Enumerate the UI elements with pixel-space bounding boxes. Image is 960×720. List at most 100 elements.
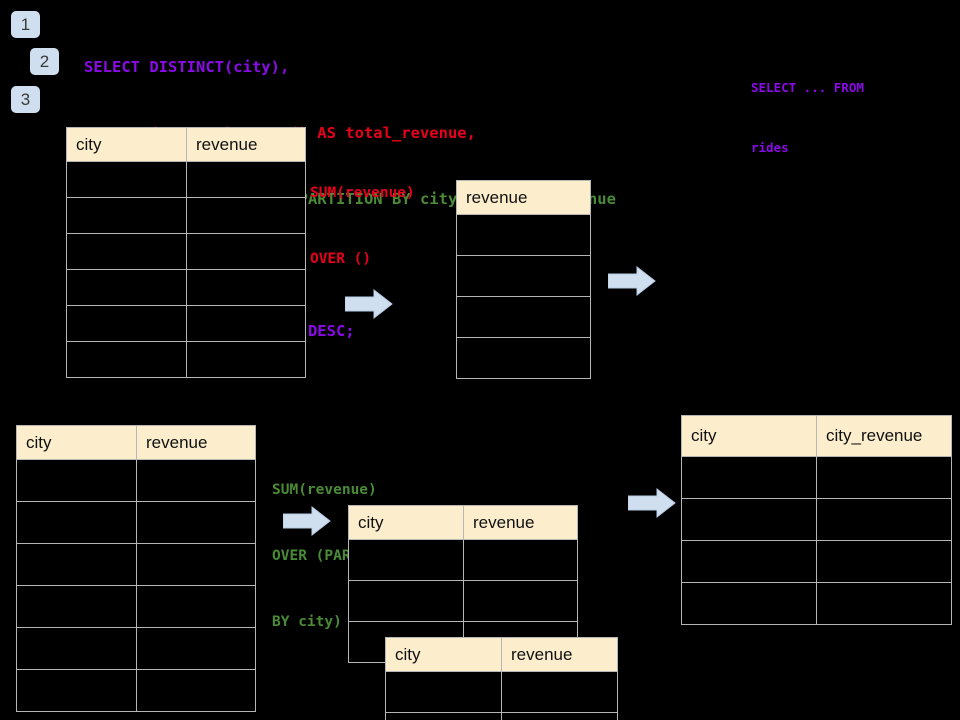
column-header-revenue: revenue — [501, 637, 618, 672]
table-cell-city — [16, 501, 137, 544]
arrow-rides-to-partition — [282, 505, 331, 537]
table-cell-city-revenue — [816, 456, 952, 499]
table-row — [16, 543, 256, 586]
table-cell-revenue — [186, 269, 306, 306]
arrow-partition-to-result — [627, 487, 676, 519]
annotation-partition-line-1: SUM(revenue) — [272, 482, 377, 498]
table-cell-revenue — [456, 255, 591, 297]
table-cell-city — [348, 539, 464, 581]
table-cell-revenue — [136, 669, 256, 712]
table-cell-revenue — [136, 543, 256, 586]
table-cell-city — [385, 712, 502, 720]
table-cell-city — [66, 233, 187, 270]
table-cell-revenue — [186, 161, 306, 198]
arrow-right-icon — [607, 265, 656, 297]
table-cell-city — [66, 305, 187, 342]
table-cell-revenue — [186, 305, 306, 342]
column-header-city: city — [385, 637, 502, 672]
table-cell-revenue — [456, 296, 591, 338]
step-badge-2: 2 — [30, 48, 59, 75]
arrow-rides-to-total — [344, 288, 393, 320]
partition-group-table-b: city revenue — [385, 637, 618, 720]
table-cell-city — [348, 580, 464, 622]
table-cell-city — [16, 459, 137, 502]
rides-source-table-bottom: city revenue — [16, 425, 256, 712]
table-row — [681, 540, 952, 583]
table-cell-city-revenue — [816, 498, 952, 541]
table-cell-city — [66, 197, 187, 234]
table-cell-revenue — [136, 585, 256, 628]
column-header-revenue: revenue — [463, 505, 578, 540]
table-row — [16, 501, 256, 544]
table-header-row: city revenue — [348, 505, 578, 540]
table-cell-revenue — [456, 337, 591, 379]
table-cell-city — [16, 627, 137, 670]
side-note-line-2: rides — [751, 140, 789, 155]
table-row — [681, 582, 952, 625]
table-cell-revenue — [186, 197, 306, 234]
table-row — [681, 456, 952, 499]
step-badge-3: 3 — [11, 86, 40, 113]
table-cell-city-revenue — [816, 540, 952, 583]
annotation-partition-line-3: BY city) — [272, 614, 342, 630]
table-cell-city — [66, 161, 187, 198]
table-cell-city — [681, 582, 817, 625]
table-row — [456, 337, 591, 379]
annotation-sum-over-empty: SUM(revenue) OVER () — [310, 138, 415, 314]
column-header-revenue: revenue — [456, 180, 591, 215]
table-row — [66, 161, 306, 198]
table-cell-revenue — [463, 539, 578, 581]
column-header-city: city — [348, 505, 464, 540]
table-row — [16, 585, 256, 628]
table-cell-revenue — [136, 501, 256, 544]
table-row — [385, 712, 618, 720]
table-header-row: city revenue — [385, 637, 618, 672]
table-row — [16, 459, 256, 502]
column-header-city: city — [16, 425, 137, 460]
table-cell-city — [681, 540, 817, 583]
table-row — [16, 669, 256, 712]
table-cell-revenue — [186, 341, 306, 378]
table-cell-city — [16, 669, 137, 712]
annotation-total-line-1: SUM(revenue) — [310, 185, 415, 201]
table-row — [66, 305, 306, 342]
table-row — [681, 498, 952, 541]
table-row — [348, 539, 578, 581]
table-header-row: city revenue — [16, 425, 256, 460]
sql-line-1: SELECT DISTINCT(city), — [84, 58, 290, 76]
column-header-revenue: revenue — [136, 425, 256, 460]
table-row — [66, 341, 306, 378]
step-badge-1: 1 — [11, 11, 40, 38]
table-cell-city — [16, 543, 137, 586]
side-note-line-1: SELECT ... FROM — [751, 80, 864, 95]
table-cell-revenue — [456, 214, 591, 256]
annotation-sum-over-partition: SUM(revenue) OVER (PARTITION BY city) — [272, 435, 403, 677]
table-row — [385, 671, 618, 713]
arrow-right-icon — [627, 487, 676, 519]
table-row — [456, 255, 591, 297]
table-cell-revenue — [501, 671, 618, 713]
annotation-total-line-2: OVER () — [310, 251, 372, 267]
arrow-total-to-result — [607, 265, 656, 297]
column-header-revenue: revenue — [186, 127, 306, 162]
city-revenue-result-table: city city_revenue — [681, 415, 952, 625]
table-cell-revenue — [186, 233, 306, 270]
rides-source-table-top: city revenue — [66, 127, 306, 378]
total-revenue-table: revenue — [456, 180, 591, 379]
table-header-row: city city_revenue — [681, 415, 952, 457]
arrow-right-icon — [282, 505, 331, 537]
table-cell-city — [66, 269, 187, 306]
table-cell-revenue — [136, 627, 256, 670]
column-header-city-revenue: city_revenue — [816, 415, 952, 457]
table-cell-city — [681, 456, 817, 499]
side-note-select-from-rides: SELECT ... FROM rides — [751, 38, 864, 198]
table-cell-city — [681, 498, 817, 541]
table-row — [456, 296, 591, 338]
table-row — [66, 197, 306, 234]
column-header-city: city — [66, 127, 187, 162]
table-row — [456, 214, 591, 256]
table-row — [66, 233, 306, 270]
column-header-city: city — [681, 415, 817, 457]
table-row — [348, 580, 578, 622]
table-row — [66, 269, 306, 306]
